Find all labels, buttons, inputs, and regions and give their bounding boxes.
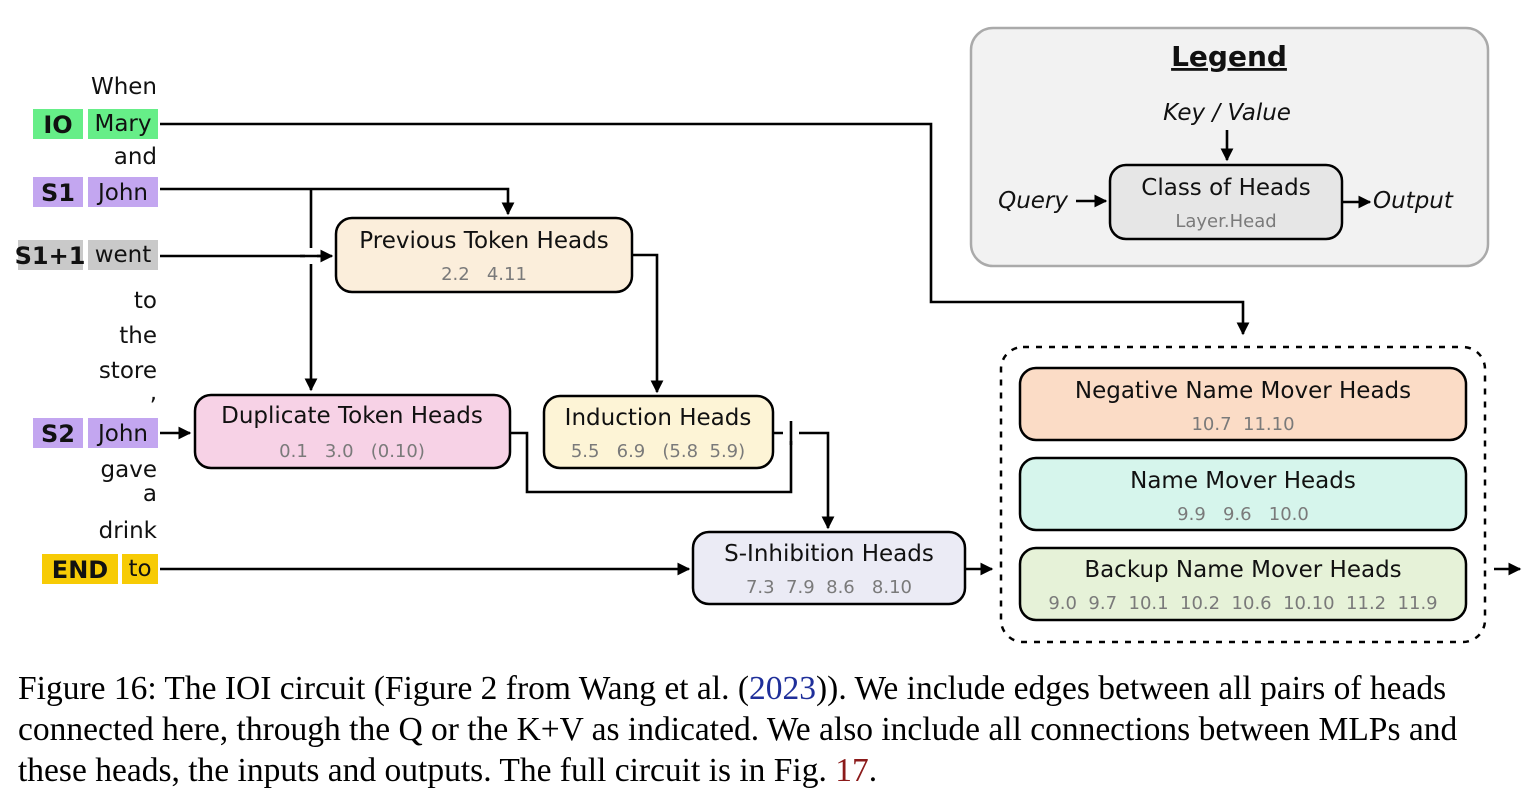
box-backup-name-mover-heads: Backup Name Mover Heads 9.0 9.7 10.1 10.… [1018, 546, 1468, 622]
token-store: store [99, 358, 157, 384]
induction-heads: 5.5 6.9 (5.8 5.9) [571, 441, 745, 462]
token-john1-bg [88, 177, 158, 207]
token-gave: gave [101, 457, 157, 483]
io-tag-bg [33, 109, 83, 139]
io-tag: IO [43, 111, 72, 139]
edge-john1-to-previous-token [160, 187, 515, 216]
caption-part2: )). We include edges between all pairs o… [18, 670, 1458, 789]
duplicate-token-heads: 0.1 3.0 (0.10) [279, 441, 425, 462]
s1p1-tag: S1+1 [15, 242, 86, 270]
s1-tag: S1 [41, 179, 75, 207]
caption-part3: . [868, 752, 878, 789]
input-sentence: When IO Mary and S1 John S1+1 went to th… [15, 74, 158, 584]
edge-duplicate-to-s-inhibition [510, 431, 793, 494]
token-john1: John [96, 180, 148, 206]
box-name-mover-heads: Name Mover Heads 9.9 9.6 10.0 [1018, 456, 1468, 532]
token-went-bg [88, 240, 158, 270]
negative-name-mover-title: Negative Name Mover Heads [1075, 378, 1411, 404]
edge-previous-to-induction [632, 253, 664, 394]
backup-name-mover-title: Backup Name Mover Heads [1084, 557, 1401, 583]
s-inhibition-heads: 7.3 7.9 8.6 8.10 [746, 577, 912, 598]
token-comma: , [150, 380, 157, 406]
citation-link[interactable]: 2023 [749, 670, 817, 707]
legend-class-title: Class of Heads [1141, 175, 1310, 201]
legend-class-box [1108, 163, 1344, 241]
legend-output-label: Output [1373, 188, 1454, 214]
token-john2-bg [88, 418, 158, 448]
legend: Legend Key / Value Query Class of Heads … [969, 26, 1490, 268]
caption-part1: Figure 16: The IOI circuit (Figure 2 fro… [18, 670, 750, 707]
previous-token-title: Previous Token Heads [359, 228, 608, 254]
backup-name-mover-heads: 9.0 9.7 10.1 10.2 10.6 10.10 11.2 11.9 [1048, 593, 1437, 614]
edge-induction-to-s-inhibition [773, 431, 835, 530]
s1-tag-bg [33, 177, 83, 207]
token-mary: Mary [94, 111, 151, 137]
name-mover-group [999, 345, 1487, 644]
end-tag-bg [42, 554, 118, 584]
duplicate-token-title: Duplicate Token Heads [221, 403, 483, 429]
token-went: went [95, 242, 152, 268]
token-the: the [119, 323, 157, 349]
token-when: When [91, 74, 157, 100]
box-previous-token-heads: Previous Token Heads 2.2 4.11 [334, 216, 634, 294]
box-s-inhibition-heads: S-Inhibition Heads 7.3 7.9 8.6 8.10 [691, 530, 967, 606]
ioi-circuit-diagram: Legend Key / Value Query Class of Heads … [15, 26, 1522, 644]
legend-title: Legend [1171, 40, 1287, 73]
legend-key-value-label: Key / Value [1163, 100, 1291, 126]
token-to2-bg [122, 554, 158, 584]
s2-tag-bg [33, 418, 83, 448]
box-negative-name-mover-heads: Negative Name Mover Heads 10.7 11.10 [1018, 366, 1468, 442]
box-induction-heads: Induction Heads 5.5 6.9 (5.8 5.9) [542, 394, 775, 470]
figure-caption: Figure 16: The IOI circuit (Figure 2 fro… [18, 668, 1524, 791]
token-a: a [143, 481, 157, 507]
token-and: and [114, 144, 157, 170]
token-john2: John [96, 421, 148, 447]
name-mover-heads: 9.9 9.6 10.0 [1177, 504, 1309, 525]
legend-class-sub: Layer.Head [1175, 211, 1276, 232]
legend-query-label: Query [998, 188, 1068, 214]
name-mover-title: Name Mover Heads [1130, 468, 1356, 494]
token-to1: to [134, 288, 157, 314]
negative-name-mover-heads: 10.7 11.10 [1191, 414, 1294, 435]
end-tag: END [52, 556, 108, 584]
token-mary-bg [88, 109, 158, 139]
token-to2: to [128, 556, 151, 582]
induction-title: Induction Heads [565, 405, 752, 431]
s2-tag: S2 [41, 420, 75, 448]
s1p1-tag-bg [18, 240, 83, 270]
figure-link[interactable]: 17 [835, 752, 869, 789]
box-duplicate-token-heads: Duplicate Token Heads 0.1 3.0 (0.10) [193, 393, 512, 470]
edge-mary-to-name-movers [160, 122, 1250, 336]
s-inhibition-title: S-Inhibition Heads [724, 541, 934, 567]
previous-token-heads: 2.2 4.11 [441, 264, 527, 285]
token-drink: drink [99, 518, 158, 544]
edges [160, 122, 1522, 576]
